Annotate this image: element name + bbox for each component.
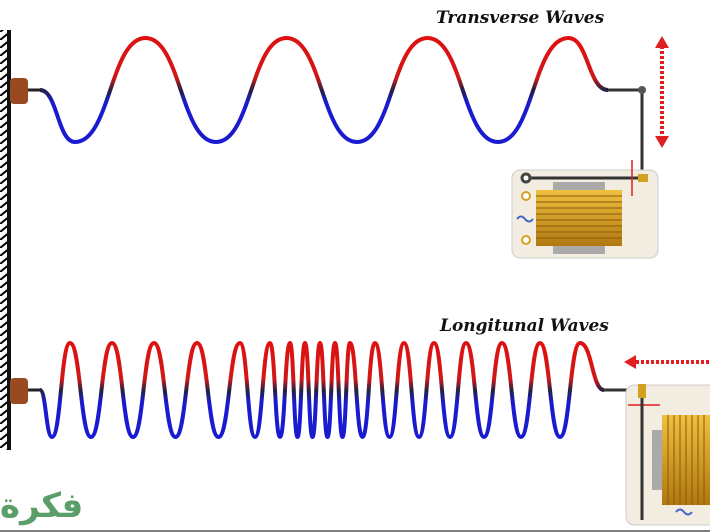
ac-symbol-icon	[675, 508, 693, 516]
vertical-oscillation-arrow-icon	[655, 36, 669, 148]
longitudinal-oscillator	[625, 384, 710, 526]
wall	[0, 30, 11, 450]
transverse-wave	[39, 35, 609, 145]
horizontal-push-arrow-icon	[624, 355, 710, 369]
longitudinal-waves-title: Longitunal Waves	[440, 316, 609, 336]
wall-connector-bottom	[10, 378, 28, 404]
longitudinal-wave	[38, 340, 605, 440]
wall-connector-top	[10, 78, 28, 104]
transverse-oscillator	[511, 160, 659, 259]
watermark-logo: فكرة	[0, 486, 84, 526]
ac-symbol-icon	[516, 215, 534, 223]
transverse-waves-title: Transverse Waves	[436, 8, 605, 28]
